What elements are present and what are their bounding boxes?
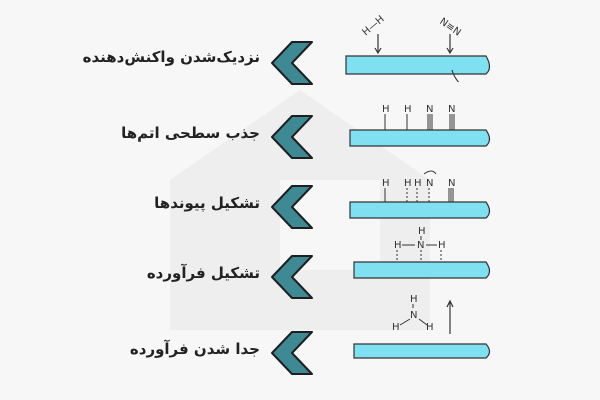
ammonia-atom: H: [426, 322, 434, 333]
ammonia-atom: N: [410, 310, 417, 321]
bond-break-arrow: [451, 69, 460, 82]
step-label-product-formation: تشکیل فرآورده: [146, 264, 260, 282]
step-label-approach: نزدیک‌شدن واکنش‌دهنده: [82, 48, 260, 66]
surface-atom: N: [426, 178, 433, 189]
ammonia-atom: H: [410, 294, 418, 305]
scene-approach: H—H N≡N: [345, 14, 491, 82]
ammonia-atom: N: [417, 240, 424, 251]
catalyst-surface: [349, 129, 491, 147]
surface-atom: H: [414, 178, 422, 189]
chevron-left-icon: [271, 41, 313, 85]
ammonia-atom: H: [394, 240, 402, 251]
step-label-product-desorption: جدا شدن فرآورده: [129, 340, 260, 358]
adsorbed-atom: H: [382, 104, 390, 115]
chevron-left-icon: [271, 255, 313, 299]
scene-bond-formation: H H H N N: [349, 170, 491, 219]
adsorbed-atom: N: [426, 104, 433, 115]
scene-product-desorption: H N H H: [353, 294, 491, 359]
surface-atom: H: [382, 178, 390, 189]
scene-adsorption: H H N N: [349, 104, 491, 147]
catalyst-surface: [353, 261, 491, 279]
bond-arrow: [423, 170, 437, 175]
catalyst-surface: [345, 55, 491, 75]
step-label-bond-formation: تشکیل پیوندها: [154, 194, 260, 212]
ammonia-atom: H: [392, 322, 400, 333]
scene-product-formation: H N H H: [353, 226, 491, 279]
h2-molecule: H—H: [360, 14, 386, 39]
chevron-left-icon: [271, 185, 313, 229]
chevron-left-icon: [271, 331, 313, 375]
ammonia-atom: H: [418, 226, 426, 237]
ammonia-atom: H: [438, 240, 446, 251]
surface-atom: H: [404, 178, 412, 189]
adsorbed-atom: N: [448, 104, 455, 115]
catalyst-surface: [353, 343, 491, 359]
step-label-adsorption: جذب سطحی اتم‌ها: [121, 124, 260, 142]
adsorbed-atom: H: [404, 104, 412, 115]
chevron-left-icon: [271, 115, 313, 159]
catalyst-surface: [349, 201, 491, 219]
surface-atom: N: [448, 178, 455, 189]
